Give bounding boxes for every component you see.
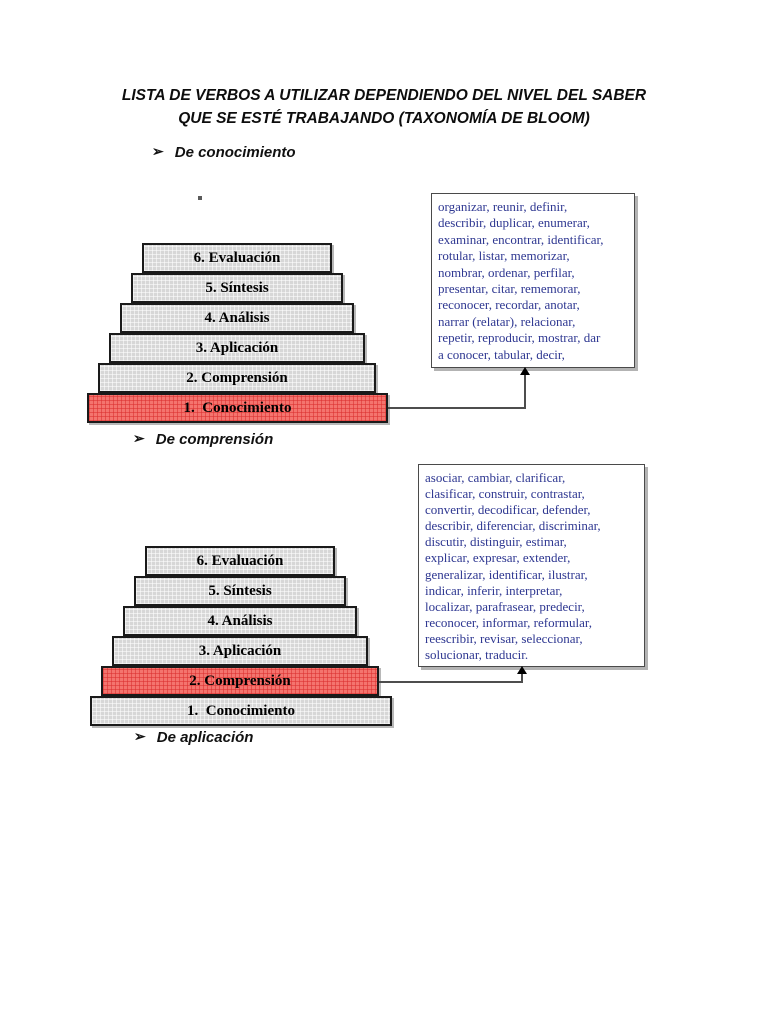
pyramid1-level-2: 2. Comprensión xyxy=(98,363,376,393)
connector-line-vertical xyxy=(524,375,526,408)
pyramid1-level-3: 3. Aplicación xyxy=(109,333,365,363)
bullet-label: De aplicación xyxy=(156,729,254,746)
connector-line-horizontal xyxy=(388,407,526,409)
bullet-label: De conocimiento xyxy=(174,144,296,161)
verb-list-conocimiento: organizar, reunir, definir, describir, d… xyxy=(431,193,635,368)
arrow-bullet-icon: ➢ xyxy=(133,430,145,446)
verb-list-comprension: asociar, cambiar, clarificar, clasificar… xyxy=(418,464,645,667)
page-title-line1: LISTA DE VERBOS A UTILIZAR DEPENDIENDO D… xyxy=(121,87,647,104)
bar-label: 6. Evaluación xyxy=(196,553,284,569)
connector-line-vertical xyxy=(521,674,523,682)
bar-label: 1. Conocimiento xyxy=(187,703,295,719)
bullet-de-aplicacion: ➢ De aplicación xyxy=(134,728,254,746)
bar-label: 2. Comprensión xyxy=(189,673,291,689)
arrow-up-icon xyxy=(517,666,527,674)
bar-label: 5. Síntesis xyxy=(208,583,272,599)
pyramid1-level-5: 5. Síntesis xyxy=(131,273,343,303)
pyramid2-level-2-highlighted: 2. Comprensión xyxy=(101,666,379,696)
bullet-de-conocimiento: ➢ De conocimiento xyxy=(152,143,296,161)
bar-label: 5. Síntesis xyxy=(205,280,269,296)
page-title: LISTA DE VERBOS A UTILIZAR DEPENDIENDO D… xyxy=(0,84,768,130)
arrow-bullet-icon: ➢ xyxy=(152,143,164,159)
bullet-de-comprension: ➢ De comprensión xyxy=(133,430,274,448)
bar-label: 4. Análisis xyxy=(204,310,270,326)
bar-label: 3. Aplicación xyxy=(198,643,282,659)
bar-label: 3. Aplicación xyxy=(195,340,279,356)
bar-label: 4. Análisis xyxy=(207,613,273,629)
pyramid1-level-1-highlighted: 1. Conocimiento xyxy=(87,393,388,423)
pyramid2-level-5: 5. Síntesis xyxy=(134,576,346,606)
pyramid2-level-1: 1. Conocimiento xyxy=(90,696,392,726)
pyramid2-level-4: 4. Análisis xyxy=(123,606,357,636)
pyramid1-level-6: 6. Evaluación xyxy=(142,243,332,273)
stray-mark xyxy=(198,196,202,200)
bullet-label: De comprensión xyxy=(155,431,274,448)
pyramid2-level-6: 6. Evaluación xyxy=(145,546,335,576)
arrow-bullet-icon: ➢ xyxy=(134,728,146,744)
bar-label: 1. Conocimiento xyxy=(183,400,292,416)
bar-label: 2. Comprensión xyxy=(186,370,288,386)
arrow-up-icon xyxy=(520,367,530,375)
connector-line-horizontal xyxy=(379,681,523,683)
bar-label: 6. Evaluación xyxy=(193,250,281,266)
pyramid1-level-4: 4. Análisis xyxy=(120,303,354,333)
page-title-line2: QUE SE ESTÉ TRABAJANDO (TAXONOMÍA DE BLO… xyxy=(178,110,590,127)
pyramid2-level-3: 3. Aplicación xyxy=(112,636,368,666)
